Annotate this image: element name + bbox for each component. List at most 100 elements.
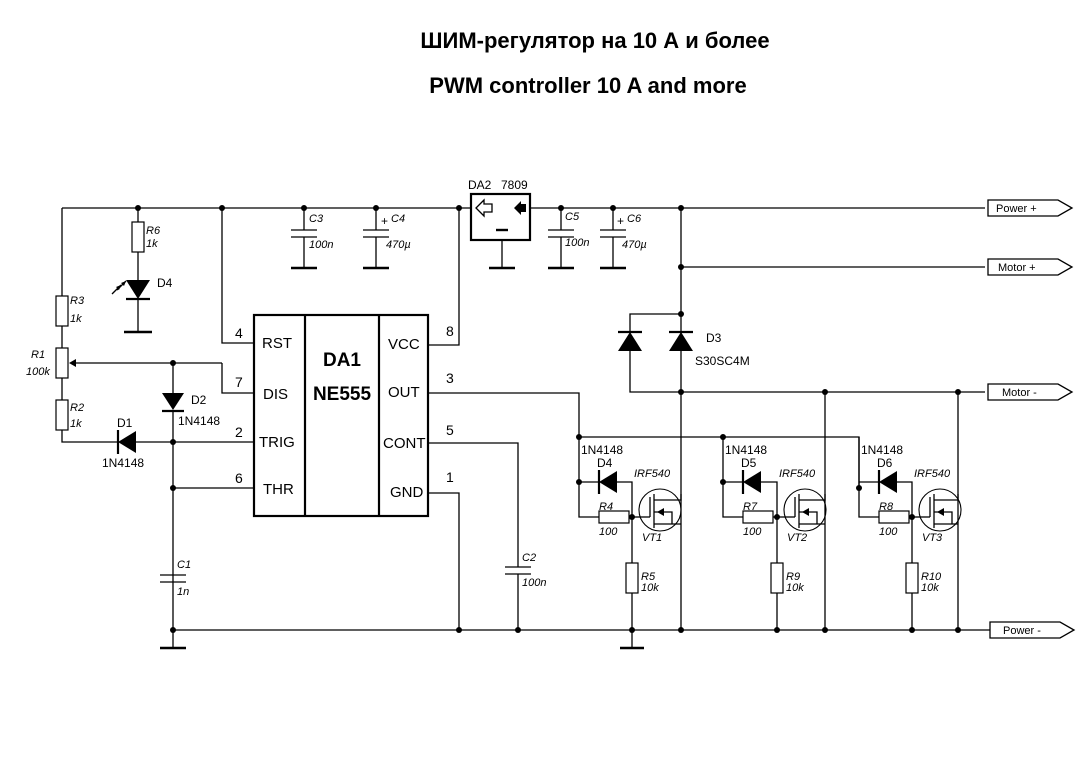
junction-dot [219, 205, 225, 211]
rst-wire [221, 208, 254, 344]
r6-resistor: R6 1k [131, 208, 161, 280]
svg-text:C6: C6 [627, 213, 642, 225]
motor-rails [629, 208, 985, 630]
svg-text:470µ: 470µ [386, 239, 411, 251]
svg-text:1N4148: 1N4148 [581, 443, 623, 457]
svg-text:100k: 100k [26, 366, 50, 378]
junction-dot [822, 389, 828, 395]
junction-dot [955, 389, 961, 395]
diode-d6 [879, 471, 897, 493]
resistor-r9 [770, 562, 784, 594]
led-d4: D4 [111, 276, 173, 334]
svg-text:R2: R2 [70, 402, 84, 414]
r2-resistor: R2 1k [55, 399, 118, 443]
gnd-wire [428, 492, 460, 630]
diode-d2: D2 1N4148 [162, 363, 220, 630]
svg-text:IRF540: IRF540 [634, 468, 671, 480]
svg-text:NE555: NE555 [313, 384, 372, 405]
capacitor-c1: C1 1n [160, 559, 191, 598]
svg-text:R1: R1 [31, 349, 45, 361]
junction-dot [558, 205, 564, 211]
svg-text:R6: R6 [146, 225, 161, 237]
capacitor-c3: C3 100n [291, 208, 333, 270]
svg-text:C4: C4 [391, 213, 405, 225]
svg-text:6: 6 [235, 470, 243, 486]
vcc-wire [428, 208, 460, 346]
svg-text:8: 8 [446, 323, 454, 339]
svg-text:Motor +: Motor + [998, 262, 1036, 274]
svg-text:GND: GND [390, 484, 424, 501]
title-english: PWM controller 10 A and more [429, 73, 746, 98]
junction-dot [774, 514, 780, 520]
junction-dot [774, 627, 780, 633]
svg-text:+: + [617, 214, 624, 228]
diode-d5 [743, 471, 761, 493]
svg-text:100: 100 [599, 526, 618, 538]
svg-text:C2: C2 [522, 552, 536, 564]
junction-dots [135, 205, 961, 633]
svg-text:DIS: DIS [263, 386, 288, 403]
svg-text:D2: D2 [191, 393, 207, 407]
junction-dot [909, 514, 915, 520]
svg-text:1k: 1k [146, 238, 158, 250]
svg-text:Motor -: Motor - [1002, 387, 1037, 399]
svg-text:1n: 1n [177, 586, 189, 598]
svg-text:4: 4 [235, 325, 243, 341]
junction-dot [610, 205, 616, 211]
svg-text:IRF540: IRF540 [914, 468, 951, 480]
svg-text:VT3: VT3 [922, 532, 943, 544]
svg-text:IRF540: IRF540 [779, 468, 816, 480]
junction-dot [576, 479, 582, 485]
junction-dot [678, 627, 684, 633]
junction-dot [576, 434, 582, 440]
svg-text:C1: C1 [177, 559, 191, 571]
svg-text:R3: R3 [70, 295, 85, 307]
svg-text:1k: 1k [70, 313, 82, 325]
svg-text:Power +: Power + [996, 203, 1037, 215]
svg-text:DA1: DA1 [323, 350, 361, 371]
capacitor-c5: C5 100n [548, 208, 589, 270]
resistor-r10 [905, 562, 919, 594]
svg-text:D4: D4 [157, 276, 173, 290]
junction-dot [456, 627, 462, 633]
svg-text:1N4148: 1N4148 [861, 443, 903, 457]
svg-text:5: 5 [446, 422, 454, 438]
svg-text:D6: D6 [877, 456, 893, 470]
svg-text:100: 100 [879, 526, 898, 538]
junction-dot [135, 205, 141, 211]
connector-power-plus[interactable]: Power + [987, 199, 1074, 217]
diode-d1: D1 1N4148 [102, 416, 254, 470]
ic-ne555: DA1 NE555 RST DIS TRIG THR 4 7 2 6 VCC O… [235, 313, 454, 518]
svg-text:S30SC4M: S30SC4M [695, 354, 750, 368]
connector-power-minus[interactable]: Power - [989, 621, 1076, 639]
junction-dot [629, 514, 635, 520]
svg-text:C3: C3 [309, 213, 324, 225]
svg-text:D3: D3 [706, 331, 722, 345]
connector-motor-plus[interactable]: Motor + [987, 258, 1074, 276]
junction-dot [678, 264, 684, 270]
svg-text:DA2: DA2 [468, 178, 492, 192]
svg-text:R7: R7 [743, 501, 758, 513]
svg-text:470µ: 470µ [622, 239, 647, 251]
svg-text:3: 3 [446, 370, 454, 386]
junction-dot [720, 434, 726, 440]
svg-text:VT1: VT1 [642, 532, 662, 544]
top-rail [61, 207, 985, 296]
junction-dot [170, 627, 176, 633]
svg-text:VCC: VCC [388, 336, 420, 353]
junction-dot [822, 627, 828, 633]
capacitor-c2: C2 100n [505, 552, 546, 589]
svg-text:+: + [381, 214, 388, 228]
svg-text:R9: R9 [786, 571, 800, 583]
junction-dot [170, 439, 176, 445]
svg-text:10k: 10k [786, 582, 804, 594]
connector-motor-minus[interactable]: Motor - [987, 383, 1074, 401]
diode-d4 [599, 471, 617, 493]
resistor-r5 [625, 562, 639, 594]
cont-wire [428, 442, 519, 567]
dis-wire [221, 363, 254, 394]
svg-text:D1: D1 [117, 416, 133, 430]
